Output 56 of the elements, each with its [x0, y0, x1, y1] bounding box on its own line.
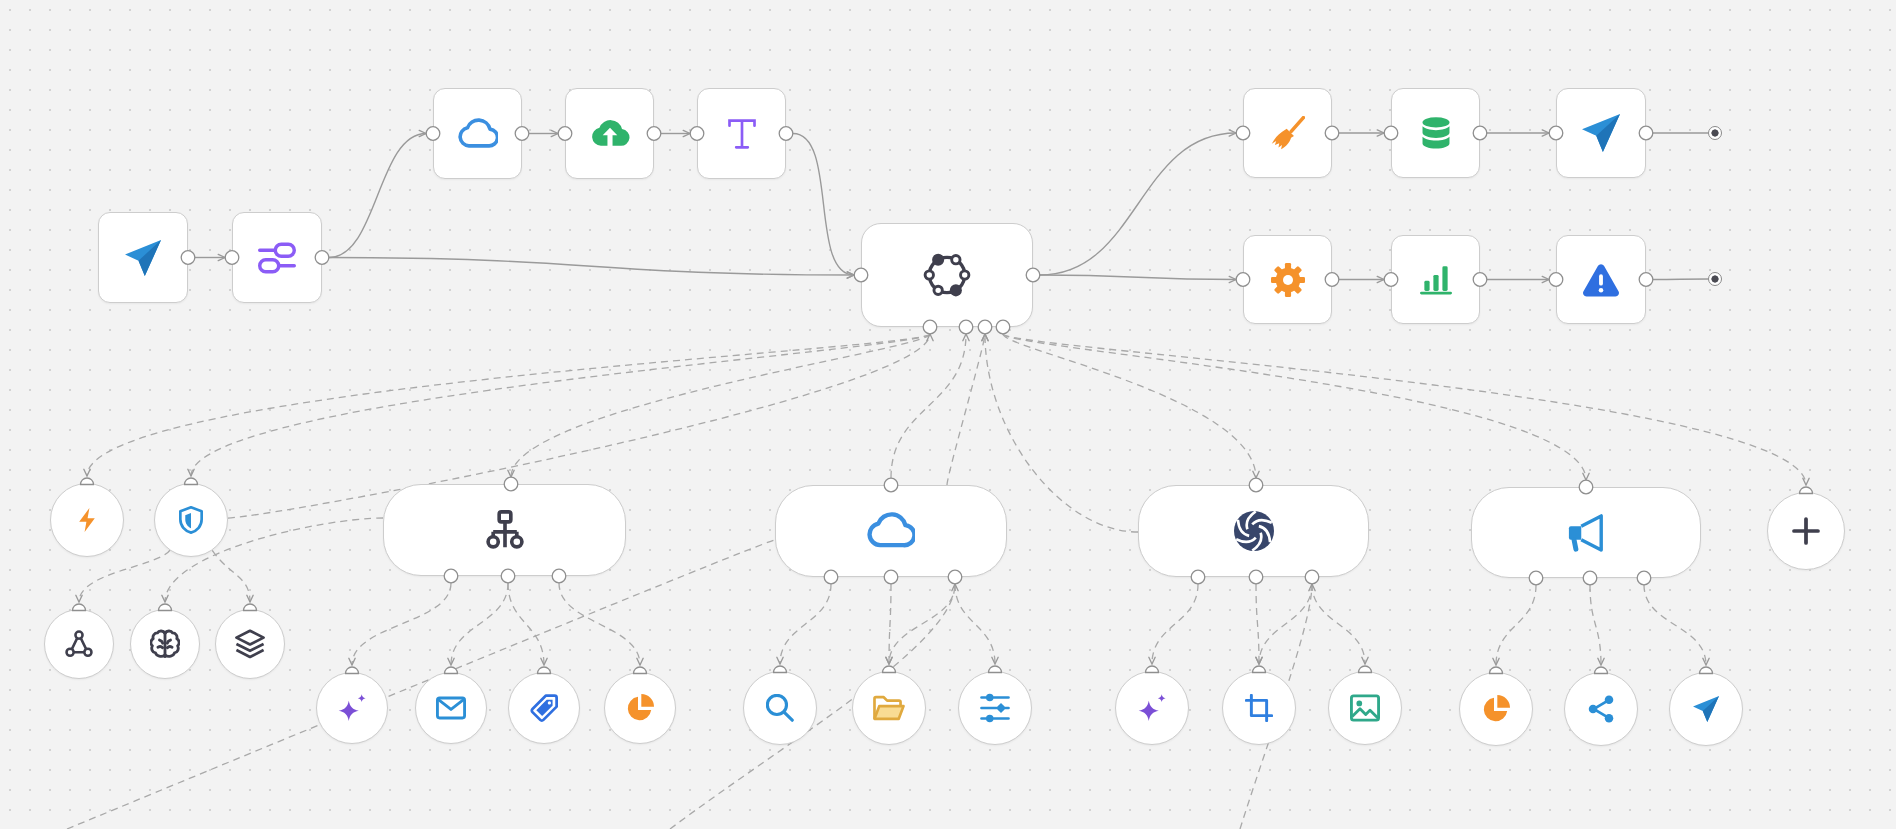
- dashed-arrow: [349, 582, 452, 666]
- dashed-arrow: [981, 333, 1139, 533]
- arrow: [1338, 275, 1385, 284]
- group-card: [383, 484, 626, 576]
- tool-circle: [415, 672, 487, 744]
- dashed-arrow: [890, 333, 970, 479]
- step-card: [1556, 235, 1646, 324]
- hub-card: [861, 223, 1033, 327]
- arrow: [1338, 129, 1385, 137]
- arrow: [660, 129, 691, 138]
- step-card: [433, 88, 522, 179]
- tool-circle: [130, 609, 200, 679]
- arrow: [792, 132, 855, 277]
- tool-circle: [1669, 672, 1743, 746]
- dashed-arrow: [507, 582, 548, 666]
- group-card: [1471, 487, 1701, 578]
- tool-circle: [508, 672, 580, 744]
- dashed-arrow: [162, 517, 384, 603]
- arrow: [528, 129, 559, 138]
- step-card: [1391, 235, 1480, 324]
- dashed-arrow: [669, 583, 958, 829]
- step-card: [697, 88, 786, 179]
- dashed-connector-line: [66, 539, 776, 829]
- connector-line: [1652, 278, 1709, 281]
- group-card: [775, 485, 1007, 577]
- step-card: [232, 212, 322, 303]
- dashed-arrow: [1589, 584, 1605, 666]
- dashed-arrow: [776, 583, 832, 665]
- dashed-arrow: [1148, 583, 1199, 665]
- dashed-arrow: [227, 333, 931, 519]
- group-card: [1138, 485, 1369, 577]
- step-card: [1556, 88, 1646, 178]
- arrow: [1486, 129, 1550, 137]
- tool-circle: [154, 483, 228, 557]
- dashed-arrow: [1002, 333, 1259, 479]
- dashed-arrow: [1002, 333, 1807, 486]
- connector-line: [1652, 132, 1709, 134]
- step-card: [1391, 88, 1480, 178]
- arrow: [1039, 274, 1237, 284]
- dashed-arrow: [510, 333, 931, 478]
- arrow: [194, 253, 226, 262]
- step-card: [1243, 88, 1332, 178]
- tool-circle: [44, 609, 114, 679]
- step-card: [1243, 235, 1332, 324]
- tool-circle: [316, 672, 388, 744]
- dashed-arrow: [211, 549, 254, 603]
- end-dot-icon: [1708, 126, 1722, 140]
- dashed-arrow: [1492, 584, 1537, 666]
- step-card: [98, 212, 188, 303]
- dashed-arrow: [558, 582, 643, 666]
- end-dot-icon: [1708, 272, 1722, 286]
- arrow: [1486, 275, 1550, 284]
- step-card: [565, 88, 654, 179]
- dashed-arrow: [76, 549, 171, 603]
- dashed-arrow: [1643, 584, 1709, 666]
- tool-circle: [852, 671, 926, 745]
